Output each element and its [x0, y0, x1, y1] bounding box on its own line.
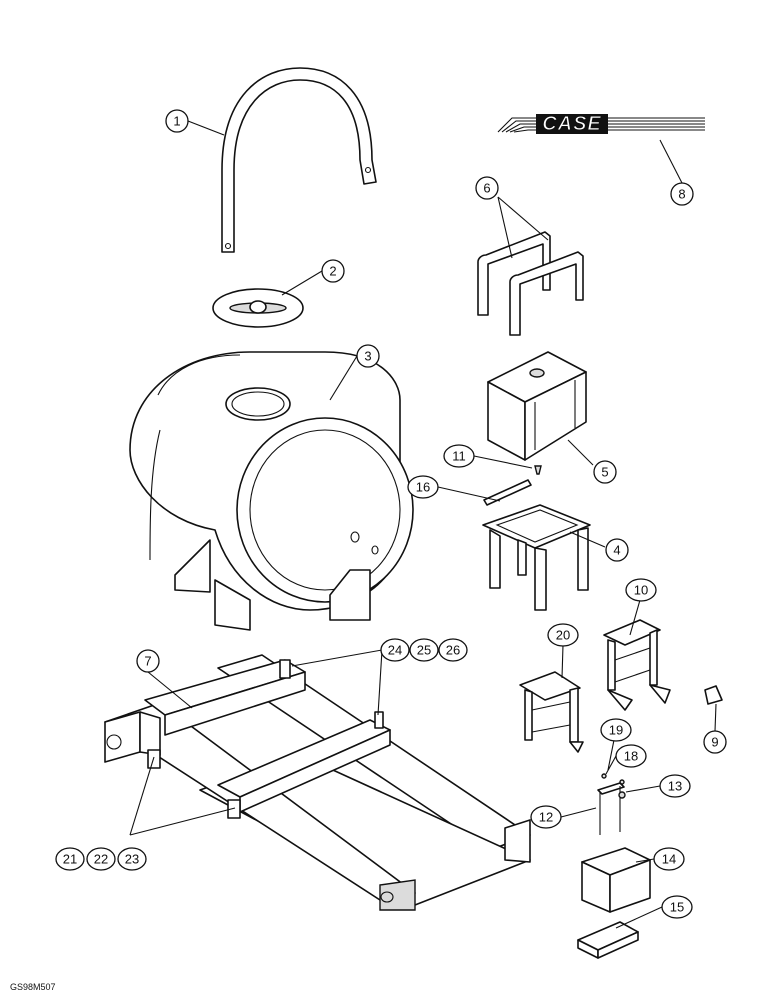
callout-3: 3	[356, 344, 380, 368]
callout-26-label: 26	[446, 643, 460, 658]
callout-23: 23	[117, 847, 147, 871]
callout-4: 4	[605, 538, 629, 562]
battery	[581, 847, 651, 913]
callout-21: 21	[55, 847, 85, 871]
callout-2-label: 2	[329, 264, 336, 279]
callout-15-label: 15	[670, 900, 684, 915]
leader-lines	[129, 120, 717, 929]
callout-2: 2	[321, 259, 345, 283]
callout-9-label: 9	[711, 735, 718, 750]
battery-bracket-left	[519, 671, 584, 753]
tank	[129, 351, 414, 631]
battery-bracket-right	[603, 619, 671, 711]
callout-11-label: 11	[452, 449, 466, 464]
brand-decal: CASE	[497, 113, 705, 136]
battery-tray	[577, 921, 639, 959]
callout-13-label: 13	[668, 779, 682, 794]
callout-25: 25	[409, 638, 439, 662]
callout-22: 22	[86, 847, 116, 871]
hold-down-hardware	[597, 773, 626, 835]
callout-1-label: 1	[173, 114, 180, 129]
callout-6-label: 6	[483, 181, 490, 196]
callout-14-label: 14	[662, 852, 676, 867]
callout-5-label: 5	[601, 465, 608, 480]
callout-16: 16	[407, 475, 439, 499]
battery-straps	[477, 231, 584, 336]
callout-3-label: 3	[364, 349, 371, 364]
callout-14: 14	[653, 847, 685, 871]
brand-logo-text: CASE	[542, 113, 602, 135]
callout-10: 10	[625, 578, 657, 602]
callout-10-label: 10	[634, 583, 648, 598]
callout-1: 1	[165, 109, 189, 133]
callout-8: 8	[670, 182, 694, 206]
callout-26: 26	[438, 638, 468, 662]
callout-23-label: 23	[125, 852, 139, 867]
callout-21-label: 21	[63, 852, 77, 867]
callout-18-label: 18	[624, 749, 638, 764]
callout-9: 9	[703, 730, 727, 754]
battery-stand	[482, 504, 591, 611]
callout-15: 15	[661, 895, 693, 919]
callout-7: 7	[136, 649, 160, 673]
mounting-frame	[104, 654, 531, 911]
clamp	[704, 685, 723, 705]
callout-19: 19	[600, 718, 632, 742]
callout-16-label: 16	[416, 480, 430, 495]
callout-4-label: 4	[613, 543, 620, 558]
callout-11: 11	[443, 444, 475, 468]
battery-box	[487, 351, 587, 461]
callout-7-label: 7	[144, 654, 151, 669]
callout-24-label: 24	[388, 643, 402, 658]
callout-6: 6	[475, 176, 499, 200]
tank-lid	[212, 288, 304, 328]
callout-12-label: 12	[539, 810, 553, 825]
callout-13: 13	[659, 774, 691, 798]
callout-24: 24	[380, 638, 410, 662]
callout-20: 20	[547, 623, 579, 647]
callout-25-label: 25	[417, 643, 431, 658]
callout-8-label: 8	[678, 187, 685, 202]
callout-20-label: 20	[556, 628, 570, 643]
callout-18: 18	[615, 744, 647, 768]
tank-strap	[221, 67, 377, 253]
rod-and-bolt	[483, 465, 542, 506]
callout-22-label: 22	[94, 852, 108, 867]
callout-5: 5	[593, 460, 617, 484]
callout-12: 12	[530, 805, 562, 829]
callout-19-label: 19	[609, 723, 623, 738]
figure-code: GS98M507	[10, 982, 56, 992]
